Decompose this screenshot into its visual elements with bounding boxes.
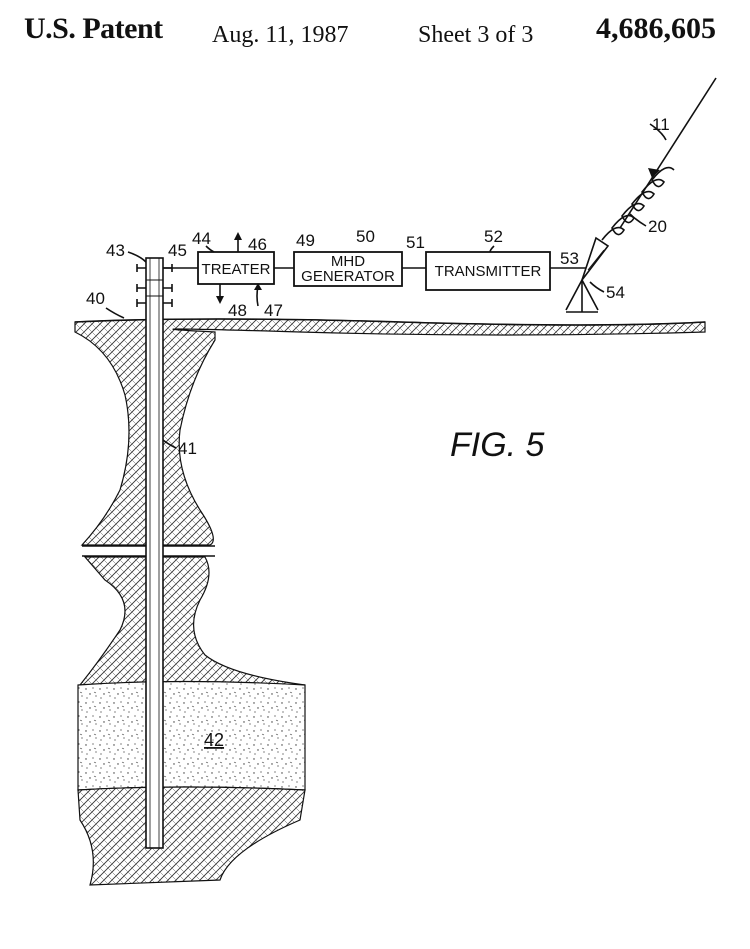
antenna-54	[565, 236, 610, 313]
beam-coil-20	[601, 77, 717, 241]
ref-48: 48	[228, 301, 247, 320]
process-train	[163, 232, 590, 307]
patent-date: Aug. 11, 1987	[212, 22, 349, 48]
generator-label: GENERATOR	[301, 268, 395, 285]
transmitter-label: TRANSMITTER	[435, 263, 542, 280]
ref-52: 52	[484, 227, 503, 246]
ref-11: 11	[652, 115, 670, 134]
ref-43: 43	[106, 241, 125, 260]
well-casing	[136, 257, 173, 849]
ref-53: 53	[560, 249, 579, 268]
sheet-number: Sheet 3 of 3	[418, 22, 534, 48]
ref-44: 44	[192, 229, 211, 248]
ref-41: 41	[178, 439, 197, 458]
box-labels: TREATER MHD GENERATOR TRANSMITTER	[202, 253, 542, 285]
mhd-label: MHD	[331, 253, 365, 270]
bottom-strata	[77, 786, 306, 886]
ref-20: 20	[648, 217, 667, 236]
formation-42	[77, 680, 306, 791]
ref-49: 49	[296, 231, 315, 250]
ref-40: 40	[86, 289, 105, 308]
earth-ground	[74, 318, 706, 546]
figure-caption: FIG. 5	[450, 426, 545, 464]
ref-47: 47	[264, 301, 283, 320]
lower-strata	[78, 556, 306, 686]
beam-11	[619, 77, 717, 229]
ref-54: 54	[606, 283, 625, 302]
patent-header-title: U.S. Patent	[24, 12, 163, 45]
ref-50: 50	[356, 227, 375, 246]
transmitter-box	[425, 251, 551, 291]
ref-51: 51	[406, 233, 425, 252]
ref-46: 46	[248, 235, 267, 254]
ref-42: 42	[204, 730, 224, 750]
treater-box	[197, 251, 275, 285]
treater-label: TREATER	[202, 261, 271, 278]
leader-lines	[105, 123, 667, 449]
ref-45: 45	[168, 241, 187, 260]
reference-numerals: 11 20 40 41 42 43 44 45 46 47 48 49 50 5…	[86, 115, 670, 750]
mhd-generator-box	[293, 251, 403, 287]
patent-number: 4,686,605	[596, 12, 716, 45]
